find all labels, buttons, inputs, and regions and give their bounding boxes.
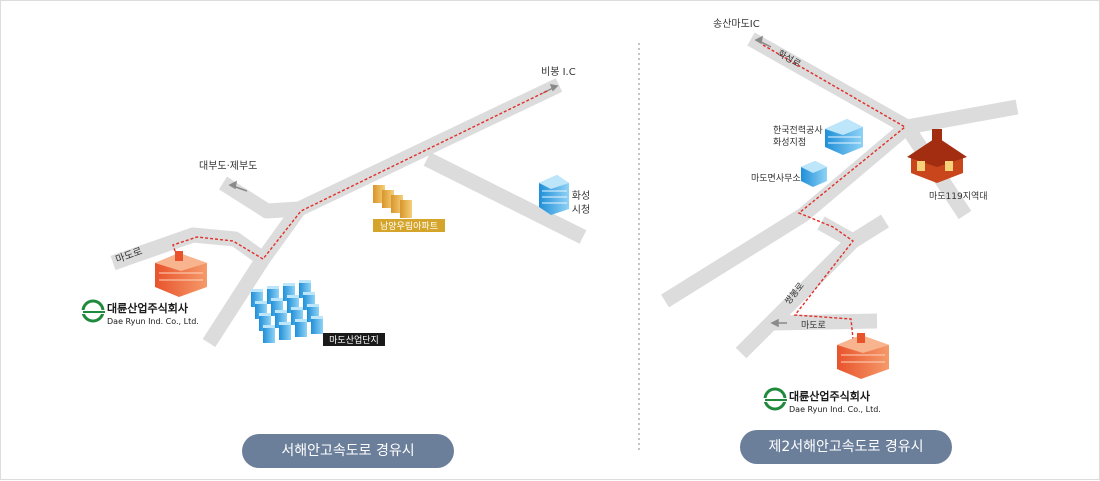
company-building-icon (155, 251, 207, 297)
label-mado-ro-right: 마도로 (801, 320, 826, 331)
industrial-building (279, 322, 291, 340)
road-mado-ro-right (772, 313, 878, 331)
company-logo-icon (81, 299, 107, 323)
company-name-ko: 대륜산업주식회사 (107, 301, 189, 315)
road-to-daebudo (218, 176, 300, 219)
left-map: 남양우림아파트 화성 시청 마도산업단지 대륜산업주식회사 D (81, 66, 590, 348)
industrial-building-roof (287, 295, 299, 298)
left-route-line (172, 90, 548, 260)
industrial-building-roof (295, 319, 307, 322)
city-hall-label-line1: 화성 (572, 190, 590, 202)
city-hall-label-line2: 시청 (572, 204, 590, 216)
industrial-building-roof (283, 283, 295, 286)
kepco-building-icon (825, 119, 863, 155)
industrial-building-roof (259, 313, 271, 316)
label-daebudo: 대부도·제부도 (199, 160, 257, 172)
kepco-label-line1: 한국전력공사 (773, 124, 823, 136)
industrial-building-roof (267, 286, 279, 289)
industrial-building-roof (255, 301, 267, 304)
industrial-building-roof (311, 316, 323, 319)
second-west-coast-expressway-button[interactable]: 제2서해안고속도로 경유시 (740, 430, 952, 464)
road-to-cityhall (423, 152, 587, 244)
industrial-building-roof (279, 322, 291, 325)
road-branch (817, 214, 889, 249)
road-mado-ro (110, 227, 268, 271)
industrial-building-roof (271, 298, 283, 301)
company-logo-icon-right (763, 387, 789, 411)
west-coast-expressway-button[interactable]: 서해안고속도로 경유시 (242, 434, 454, 468)
right-map: 한국전력공사 화성지점 마도면사무소 마도119지역대 (661, 18, 1019, 414)
industrial-building-roof (307, 304, 319, 307)
company-name-en-right: Dae Ryun Ind. Co., Ltd. (789, 405, 881, 414)
industrial-building-roof (263, 325, 275, 328)
road-long-diagonal (661, 121, 912, 308)
apartment-label-bg (373, 219, 445, 232)
city-hall-building-icon (539, 175, 569, 215)
industrial-building (311, 316, 323, 334)
industrial-building-roof (275, 310, 287, 313)
industrial-label-bg (323, 333, 385, 346)
left-roads (110, 78, 587, 348)
industrial-building-roof (291, 307, 303, 310)
mado-office-label: 마도면사무소 (751, 173, 801, 184)
road-east (905, 99, 1019, 135)
company-building-icon-right (837, 333, 889, 379)
industrial-building (295, 319, 307, 337)
right-road-arrows (754, 35, 787, 328)
apartment-label: 남양우림아파트 (380, 220, 438, 232)
industrial-building-roof (299, 280, 311, 283)
kepco-label-line2: 화성지점 (773, 136, 806, 148)
industrial-building (263, 325, 275, 343)
left-road-arrows (228, 84, 559, 192)
mado-office-building-icon (801, 161, 827, 187)
industrial-complex-icon (251, 280, 323, 343)
industrial-label: 마도산업단지 (329, 335, 379, 346)
label-songsan-ic: 송산마도IC (713, 18, 760, 30)
right-route-line (762, 44, 907, 340)
label-bibong-ic: 비봉 I.C (541, 66, 576, 78)
road-main-diagonal (295, 78, 563, 216)
company-name-en: Dae Ryun Ind. Co., Ltd. (107, 317, 199, 326)
road-ssangbong-ro (735, 235, 859, 359)
fire-station-label: 마도119지역대 (929, 191, 988, 202)
industrial-building-roof (303, 292, 315, 295)
industrial-building-roof (251, 289, 263, 292)
apartment-building-icon (373, 185, 412, 218)
company-name-ko-right: 대륜산업주식회사 (789, 389, 871, 403)
fire-station-building-icon (907, 129, 967, 183)
